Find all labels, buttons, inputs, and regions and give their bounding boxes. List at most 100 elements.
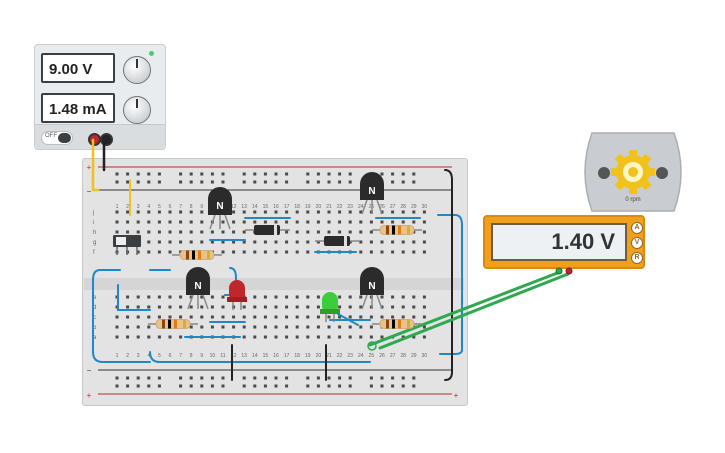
rail-hole xyxy=(136,384,140,388)
transistor-label: N xyxy=(368,281,375,292)
breadboard-hole xyxy=(115,210,119,214)
row-label: a xyxy=(93,335,97,341)
rail-hole xyxy=(179,172,183,176)
row-label: g xyxy=(93,240,96,246)
rail-hole xyxy=(274,384,278,388)
breadboard-hole xyxy=(136,325,140,329)
rail-hole xyxy=(306,384,310,388)
breadboard-hole xyxy=(147,305,151,309)
column-number: 13 xyxy=(241,204,247,210)
breadboard-hole xyxy=(422,335,426,339)
breadboard-hole xyxy=(157,305,161,309)
column-number: 21 xyxy=(326,204,332,210)
breadboard-hole xyxy=(359,325,363,329)
rail-hole xyxy=(147,376,151,380)
breadboard-hole xyxy=(338,335,342,339)
power-switch[interactable]: OFF xyxy=(41,131,73,145)
breadboard-hole xyxy=(295,250,299,254)
jumper-wire-9 xyxy=(224,267,237,296)
rail-hole xyxy=(327,180,331,184)
rail-hole xyxy=(391,376,395,380)
breadboard-hole xyxy=(126,230,130,234)
breadboard-hole xyxy=(285,210,289,214)
breadboard-hole xyxy=(168,210,172,214)
breadboard-hole xyxy=(380,240,384,244)
rail-hole xyxy=(136,376,140,380)
rail-hole xyxy=(253,172,257,176)
multimeter-display: 1.40 V xyxy=(491,223,627,261)
breadboard-hole xyxy=(263,295,267,299)
rail-hole xyxy=(285,180,289,184)
rail-hole xyxy=(210,180,214,184)
breadboard-hole xyxy=(242,315,246,319)
breadboard-hole xyxy=(126,220,130,224)
breadboard-hole xyxy=(422,230,426,234)
breadboard-hole xyxy=(189,305,193,309)
voltage-knob[interactable] xyxy=(123,56,151,84)
slide-switch xyxy=(113,235,141,255)
breadboard-hole xyxy=(391,315,395,319)
breadboard-hole xyxy=(221,305,225,309)
breadboard-hole xyxy=(285,295,289,299)
breadboard-hole xyxy=(306,325,310,329)
rail-hole xyxy=(338,172,342,176)
rail-hole xyxy=(200,376,204,380)
breadboard-hole xyxy=(359,250,363,254)
current-display: 1.48 mA xyxy=(41,93,115,123)
rail-hole xyxy=(380,384,384,388)
breadboard-hole xyxy=(348,335,352,339)
breadboard-hole xyxy=(126,210,130,214)
rail-hole xyxy=(210,384,214,388)
column-number: 9 xyxy=(200,204,203,210)
column-number: 23 xyxy=(347,353,353,359)
power-supply[interactable]: 9.00 V 1.48 mA OFF xyxy=(34,44,166,150)
rail-hole xyxy=(242,376,246,380)
resistor xyxy=(172,250,222,260)
breadboard-hole xyxy=(412,210,416,214)
column-number: 16 xyxy=(273,204,279,210)
multimeter[interactable]: 1.40 V A V R xyxy=(483,215,645,269)
column-number: 22 xyxy=(337,353,343,359)
breadboard-hole xyxy=(285,240,289,244)
dc-motor[interactable]: 0 rpm xyxy=(578,129,688,215)
column-number: 8 xyxy=(190,204,193,210)
breadboard-hole xyxy=(147,210,151,214)
row-label: e xyxy=(93,295,97,301)
rail-hole xyxy=(401,384,405,388)
breadboard-hole xyxy=(189,240,193,244)
yellow-supply-wire xyxy=(91,138,100,192)
breadboard-hole xyxy=(295,315,299,319)
mode-ammeter-button[interactable]: A xyxy=(631,222,643,234)
breadboard-hole xyxy=(295,325,299,329)
rail-hole xyxy=(263,376,267,380)
breadboard-hole xyxy=(253,305,257,309)
breadboard-hole xyxy=(263,220,267,224)
rail-hole xyxy=(126,180,130,184)
row-label: d xyxy=(93,305,96,311)
breadboard-hole xyxy=(338,325,342,329)
breadboard-hole xyxy=(136,295,140,299)
breadboard-hole xyxy=(253,220,257,224)
breadboard-hole xyxy=(422,295,426,299)
column-number: 16 xyxy=(273,353,279,359)
mode-voltmeter-button[interactable]: V xyxy=(631,237,643,249)
rail-hole xyxy=(338,376,342,380)
current-knob[interactable] xyxy=(123,96,151,124)
breadboard-hole xyxy=(274,295,278,299)
rail-symbol: + xyxy=(454,391,459,400)
column-number: 24 xyxy=(358,204,364,210)
breadboard-hole xyxy=(316,325,320,329)
mode-ohmmeter-button[interactable]: R xyxy=(631,252,643,264)
probe-contact xyxy=(367,341,377,351)
breadboard-hole xyxy=(348,220,352,224)
rail-symbol: + xyxy=(87,163,92,172)
breadboard-hole xyxy=(274,305,278,309)
column-number: 13 xyxy=(241,353,247,359)
breadboard-hole xyxy=(327,335,331,339)
breadboard-hole xyxy=(221,295,225,299)
motor-graphic xyxy=(584,132,682,212)
breadboard-hole xyxy=(136,210,140,214)
rail-hole xyxy=(242,180,246,184)
column-number: 3 xyxy=(137,353,140,359)
breadboard-hole xyxy=(242,220,246,224)
